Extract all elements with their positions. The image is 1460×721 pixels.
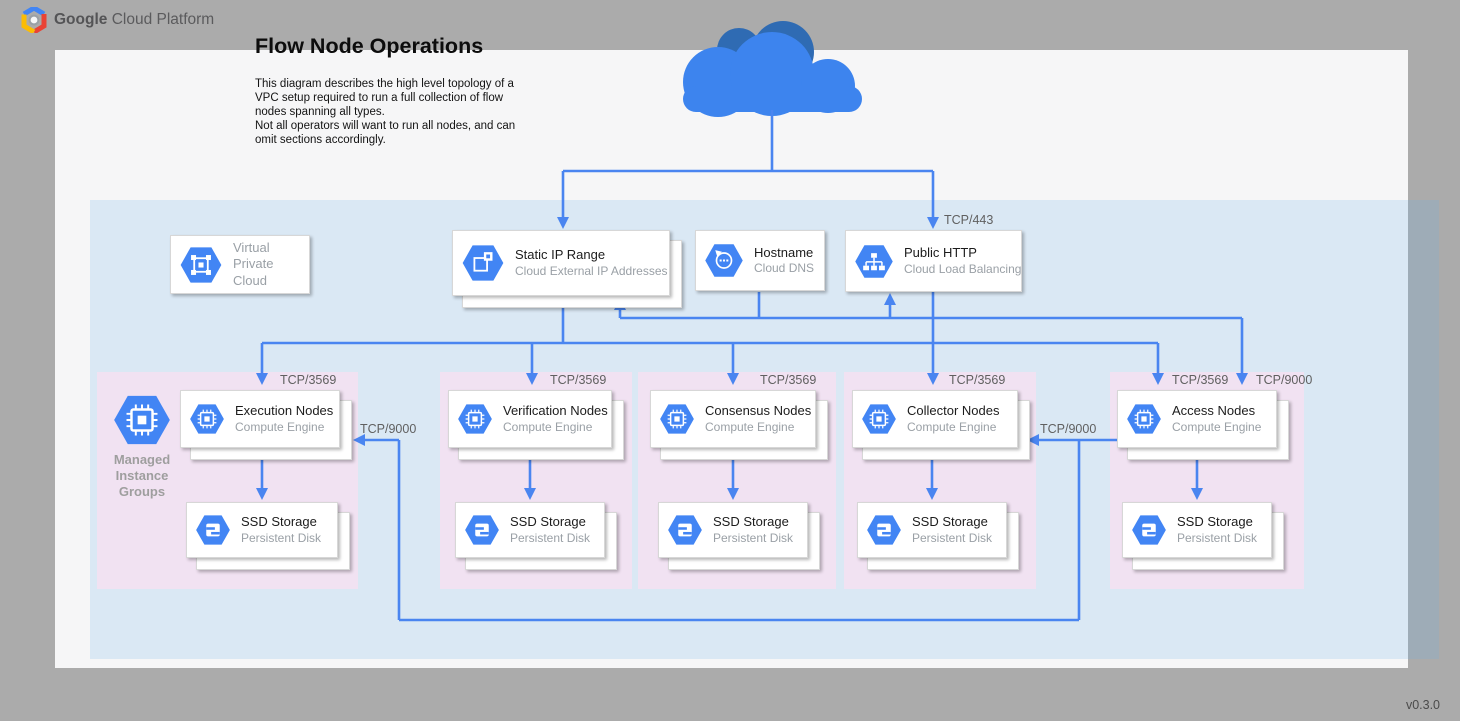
card-execution-nodes: Execution Nodes Compute Engine (180, 390, 340, 448)
card-subtitle: Cloud Load Balancing (904, 261, 1022, 276)
card-collector-nodes: Collector Nodes Compute Engine (852, 390, 1018, 448)
vpc-icon (179, 246, 223, 284)
card-title: Verification Nodes (503, 403, 608, 419)
card-subtitle: Compute Engine (503, 419, 593, 434)
card-static-ip-range: Static IP Range Cloud External IP Addres… (452, 230, 670, 296)
brand-cloud-platform: Cloud Platform (111, 11, 215, 28)
card-subtitle: Persistent Disk (1177, 530, 1258, 545)
card-verification-nodes: Verification Nodes Compute Engine (448, 390, 612, 448)
load-balancer-icon (854, 244, 894, 279)
card-title: SSD Storage (241, 514, 317, 530)
card-title: SSD Storage (912, 514, 988, 530)
card-title: Consensus Nodes (705, 403, 812, 419)
card-subtitle: Persistent Disk (510, 530, 591, 545)
card-subtitle: Compute Engine (1172, 419, 1262, 434)
persistent-disk-icon (667, 514, 703, 546)
card-hostname: Hostname Cloud DNS (695, 230, 825, 291)
card-subtitle: Compute Engine (235, 419, 325, 434)
port-label-tcp9000-access: TCP/9000 (1256, 373, 1313, 387)
card-title: SSD Storage (510, 514, 586, 530)
compute-engine-icon (1126, 403, 1162, 435)
card-title: Virtual Private Cloud (233, 240, 274, 288)
page-title: Flow Node Operations (255, 34, 484, 58)
port-label-tcp3569-consensus: TCP/3569 (760, 373, 817, 387)
persistent-disk-icon (866, 514, 902, 546)
card-title: Hostname (754, 244, 814, 260)
compute-engine-icon (659, 403, 695, 435)
card-title: Collector Nodes (907, 403, 1000, 419)
port-label-tcp9000-collector: TCP/9000 (1040, 422, 1097, 436)
card-subtitle: Cloud DNS (754, 261, 815, 276)
card-title: Static IP Range (515, 247, 606, 263)
card-subtitle: Persistent Disk (713, 530, 794, 545)
card-subtitle: Persistent Disk (912, 530, 993, 545)
card-access-ssd-storage: SSD Storage Persistent Disk (1122, 502, 1272, 558)
brand-google: Google (54, 11, 108, 28)
brand-text: Google Cloud Platform (54, 11, 214, 29)
managed-instance-groups-icon (112, 394, 172, 446)
card-virtual-private-cloud: Virtual Private Cloud (170, 235, 310, 294)
cloud-dns-icon (704, 243, 744, 278)
card-collector-ssd-storage: SSD Storage Persistent Disk (857, 502, 1007, 558)
port-label-tcp3569-access: TCP/3569 (1172, 373, 1229, 387)
port-label-tcp9000-execution: TCP/9000 (360, 422, 417, 436)
port-label-tcp3569-collector: TCP/3569 (949, 373, 1006, 387)
card-execution-ssd-storage: SSD Storage Persistent Disk (186, 502, 338, 558)
port-label-tcp443: TCP/443 (944, 213, 994, 227)
persistent-disk-icon (1131, 514, 1167, 546)
gcp-logo-icon (21, 7, 47, 33)
card-title: Public HTTP (904, 245, 977, 261)
card-verification-ssd-storage: SSD Storage Persistent Disk (455, 502, 605, 558)
card-access-nodes: Access Nodes Compute Engine (1117, 390, 1277, 448)
compute-engine-icon (457, 403, 493, 435)
port-label-tcp3569-verification: TCP/3569 (550, 373, 607, 387)
port-label-tcp3569-execution: TCP/3569 (280, 373, 337, 387)
card-consensus-ssd-storage: SSD Storage Persistent Disk (658, 502, 808, 558)
external-ip-icon (461, 244, 505, 282)
card-subtitle: Persistent Disk (241, 530, 322, 545)
card-title: Access Nodes (1172, 403, 1256, 419)
persistent-disk-icon (195, 514, 231, 546)
managed-instance-groups-label: Managed Instance Groups (113, 452, 171, 499)
card-title: SSD Storage (713, 514, 789, 530)
version-label: v0.3.0 (1405, 698, 1440, 712)
persistent-disk-icon (464, 514, 500, 546)
card-subtitle: Compute Engine (705, 419, 795, 434)
compute-engine-icon (861, 403, 897, 435)
card-consensus-nodes: Consensus Nodes Compute Engine (650, 390, 816, 448)
page-description: This diagram describes the high level to… (255, 78, 516, 146)
card-subtitle: Cloud External IP Addresses (515, 263, 668, 278)
compute-engine-icon (189, 403, 225, 435)
card-title: Execution Nodes (235, 403, 334, 419)
card-subtitle: Compute Engine (907, 419, 997, 434)
card-title: SSD Storage (1177, 514, 1253, 530)
card-public-http: Public HTTP Cloud Load Balancing (845, 230, 1022, 292)
